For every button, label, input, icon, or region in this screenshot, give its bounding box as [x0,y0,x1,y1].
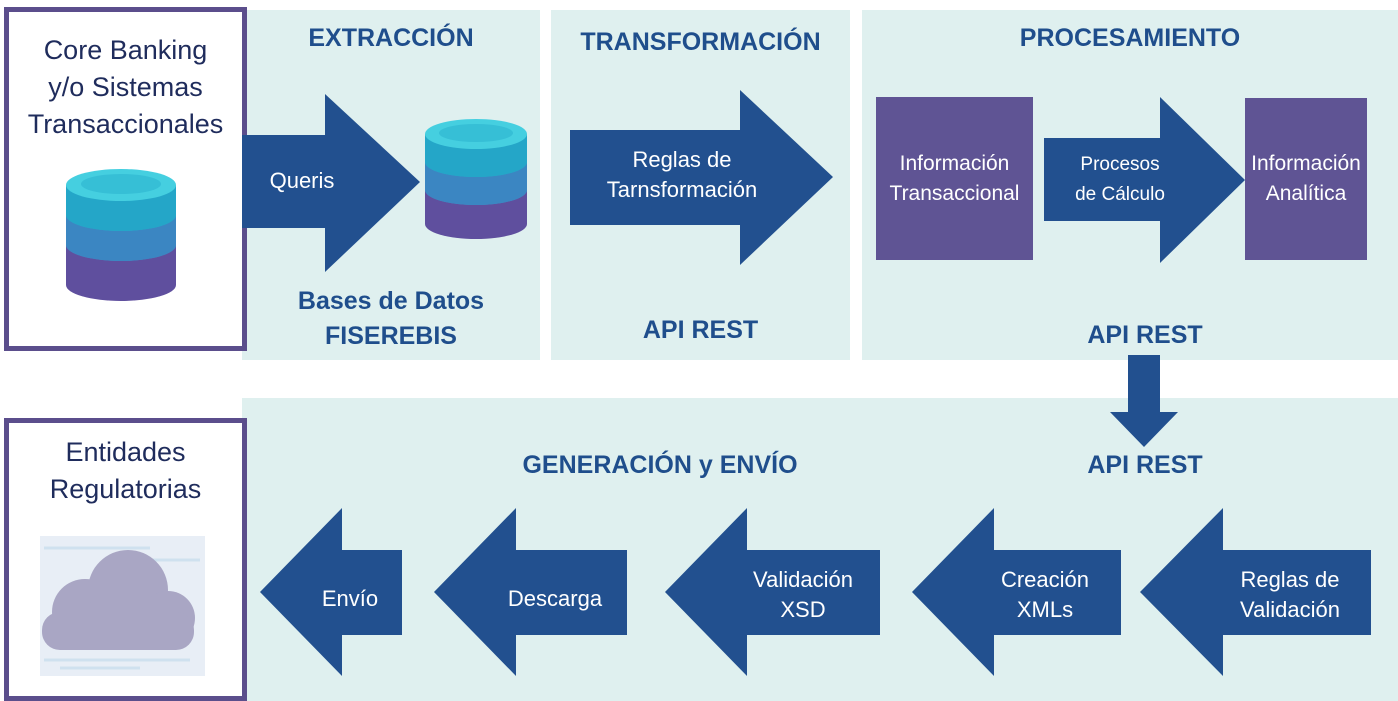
descarga-arrow [434,508,627,676]
reglas-validacion-label: Reglas de Validación [1240,567,1340,622]
core-banking-label: Core Banking y/o Sistemas Transaccionale… [27,35,224,139]
database-icon [425,119,527,239]
envio-arrow [260,508,402,676]
queris-arrow [242,94,420,272]
down-arrow [1110,355,1178,447]
procesamiento-api-label: API REST [1087,321,1203,349]
descarga-label: Descarga [507,586,603,611]
reglas-transformacion-label: Reglas de Tarnsformación [606,147,758,202]
bases-de-datos-label: Bases de Datos FISEREBIS [297,287,485,350]
transformacion-title: TRANSFORMACIÓN [580,28,821,56]
queris-label: Queris [269,168,335,193]
cloud-icon [40,536,205,676]
generacion-title: GENERACIÓN y ENVÍO [522,451,798,479]
procesos-arrow [1044,97,1245,263]
database-icon [66,169,176,301]
reglas-validacion-arrow [1140,508,1371,676]
validacion-xsd-arrow [665,508,880,676]
transformacion-arrow [570,90,833,265]
creacion-xmls-arrow [912,508,1121,676]
extraccion-title: EXTRACCIÓN [308,24,474,52]
entidades-regulatorias-label: Entidades Regulatorias [49,437,202,504]
procesos-calculo-label: Procesos de Cálculo [1075,154,1165,205]
generacion-api-label: API REST [1087,451,1203,479]
envio-label: Envío [321,586,379,611]
creacion-xmls-label: Creación XMLs [1000,567,1090,622]
transformacion-api-label: API REST [642,316,759,344]
procesamiento-title: PROCESAMIENTO [1019,24,1241,52]
validacion-xsd-label: Validación XSD [753,567,853,622]
